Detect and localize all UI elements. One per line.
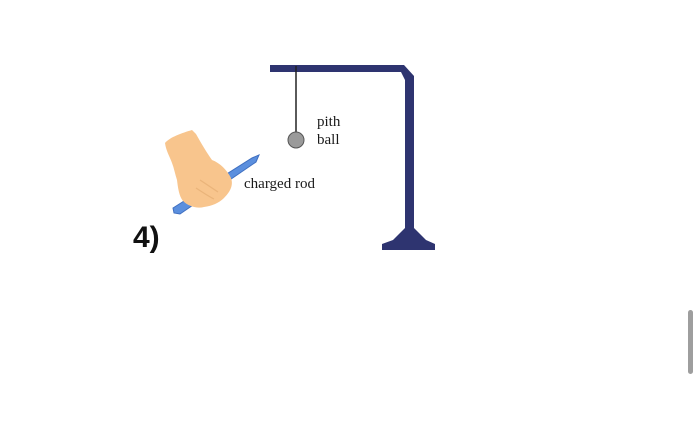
vertical-scrollbar[interactable] [688,310,693,374]
charged-rod-label: charged rod [244,176,315,192]
pith-ball-label-line1: pith [317,114,341,130]
stand [270,65,435,250]
question-number: 4) [133,221,160,254]
pith-ball [287,131,305,149]
pith-ball-label: pith ball [317,113,377,149]
stand-post [405,80,414,232]
hand-finger-lines [195,179,219,200]
pith-ball-label-line2: ball [317,132,340,148]
stand-base [382,228,435,250]
stand-arm [270,65,414,90]
hand-shape [165,130,232,208]
hand-icon [165,130,232,208]
